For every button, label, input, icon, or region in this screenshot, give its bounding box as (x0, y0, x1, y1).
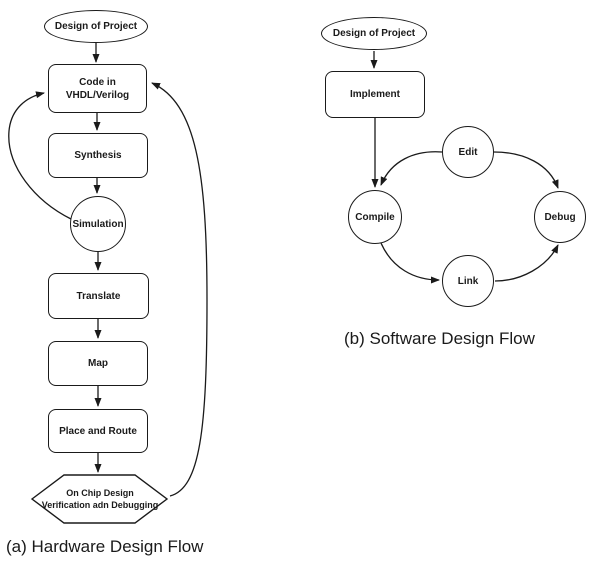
hw-synthesis-node: Synthesis (48, 133, 148, 178)
hw-start-node: Design of Project (44, 10, 148, 43)
hw-start-label: Design of Project (54, 21, 138, 32)
hardware-flow-caption: (a) Hardware Design Flow (6, 537, 204, 556)
hw-synthesis-label: Synthesis (74, 150, 122, 161)
sw-link-node: Link (442, 255, 494, 307)
sw-edit-node: Edit (442, 126, 494, 178)
edge-hw-verify-to-code-feedback (151, 83, 207, 496)
edge-sw-edit-to-debug (494, 152, 558, 189)
hw-simulation-label: Simulation (72, 218, 124, 230)
edge-hw-simulation-to-code-feedback (9, 91, 71, 219)
sw-start-node: Design of Project (321, 17, 427, 50)
hw-translate-label: Translate (76, 290, 121, 302)
sw-debug-node: Debug (534, 191, 586, 243)
hw-code-label-line2: VHDL/Verilog (65, 89, 130, 101)
sw-debug-label: Debug (544, 211, 576, 223)
hw-map-label: Map (88, 358, 108, 369)
sw-implement-node: Implement (325, 71, 425, 118)
hw-verify-node-label: On Chip Design Verification adn Debuggin… (30, 483, 170, 515)
sw-link-label: Link (457, 275, 479, 287)
hw-code-node: Code in VHDL/Verilog (48, 64, 147, 113)
sw-edit-label: Edit (458, 146, 478, 158)
hw-translate-node: Translate (48, 273, 149, 319)
hw-simulation-node: Simulation (70, 196, 126, 252)
software-flow-caption: (b) Software Design Flow (344, 329, 535, 348)
edge-sw-link-to-debug (495, 244, 558, 281)
hw-verify-label-line1: On Chip Design (66, 487, 134, 498)
hw-place-route-node: Place and Route (48, 409, 148, 453)
hw-place-route-label: Place and Route (59, 425, 137, 437)
edge-sw-edit-to-compile (381, 152, 442, 186)
hw-verify-label-line2: Verification adn Debugging (41, 500, 159, 510)
hw-verify-node-shape (32, 475, 167, 523)
sw-compile-node: Compile (348, 190, 402, 244)
sw-start-label: Design of Project (332, 28, 416, 39)
hw-map-node: Map (48, 341, 148, 386)
sw-compile-label: Compile (355, 211, 395, 223)
hw-code-label-line1: Code in (79, 76, 116, 88)
sw-implement-label: Implement (349, 89, 400, 100)
edge-sw-compile-to-link (381, 243, 440, 284)
